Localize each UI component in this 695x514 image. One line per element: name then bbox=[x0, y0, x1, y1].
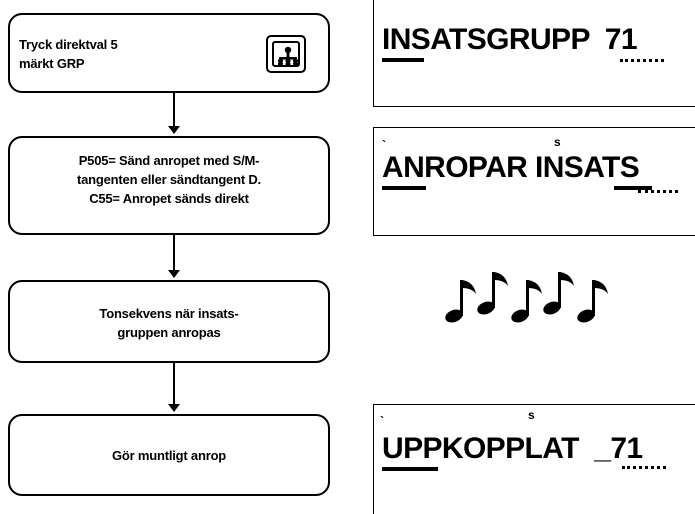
accent-mark: s bbox=[554, 135, 561, 149]
accent-mark: ` bbox=[380, 414, 384, 428]
radio-display-connected: ` s UPPKOPPLAT _71 bbox=[373, 404, 695, 514]
dotted-underline bbox=[622, 463, 666, 469]
step-text: Tryck direktval 5 märkt GRP bbox=[19, 35, 118, 73]
step-line: Gör muntligt anrop bbox=[111, 448, 227, 463]
step-line: P505= Sänd anropet med S/M- bbox=[78, 153, 260, 168]
step-line: Tonsekvens när insats- bbox=[99, 306, 239, 321]
display-text: ANROPAR INSATS bbox=[382, 151, 640, 184]
accent-mark: s bbox=[528, 408, 535, 422]
accent-mark: ` bbox=[382, 138, 386, 152]
step-text: Tonsekvens när insats- gruppen anropas bbox=[10, 282, 328, 342]
flow-arrow bbox=[168, 363, 180, 414]
step-line: gruppen anropas bbox=[117, 325, 221, 340]
flow-step-tone-sequence: Tonsekvens när insats- gruppen anropas bbox=[8, 280, 330, 363]
flow-arrow bbox=[168, 93, 180, 136]
cursor-underline bbox=[614, 186, 652, 190]
flow-step-dial-grp: Tryck direktval 5 märkt GRP bbox=[8, 13, 330, 93]
step-text: Gör muntligt anrop bbox=[10, 416, 328, 465]
dotted-underline bbox=[620, 56, 664, 62]
flow-arrow bbox=[168, 235, 180, 280]
music-notes-icon bbox=[445, 272, 608, 323]
flow-step-verbal-call: Gör muntligt anrop bbox=[8, 414, 330, 496]
cursor-underline bbox=[382, 58, 424, 62]
step-line: tangenten eller sändtangent D. bbox=[77, 172, 261, 187]
step-line: C55= Anropet sänds direkt bbox=[89, 191, 249, 206]
display-text: UPPKOPPLAT _71 bbox=[382, 432, 643, 465]
cursor-underline bbox=[382, 467, 438, 471]
group-call-icon bbox=[266, 35, 306, 73]
step-line: märkt GRP bbox=[19, 56, 85, 71]
display-text: INSATSGRUPP 71 bbox=[382, 23, 638, 56]
cursor-underline bbox=[382, 186, 426, 190]
radio-display-group: INSATSGRUPP 71 bbox=[373, 0, 695, 107]
dotted-underline bbox=[638, 187, 678, 193]
step-line: Tryck direktval 5 bbox=[19, 37, 118, 52]
flow-step-send-call: P505= Sänd anropet med S/M- tangenten el… bbox=[8, 136, 330, 235]
step-text: P505= Sänd anropet med S/M- tangenten el… bbox=[10, 138, 328, 208]
radio-display-calling: ` s ANROPAR INSATS bbox=[373, 127, 695, 236]
